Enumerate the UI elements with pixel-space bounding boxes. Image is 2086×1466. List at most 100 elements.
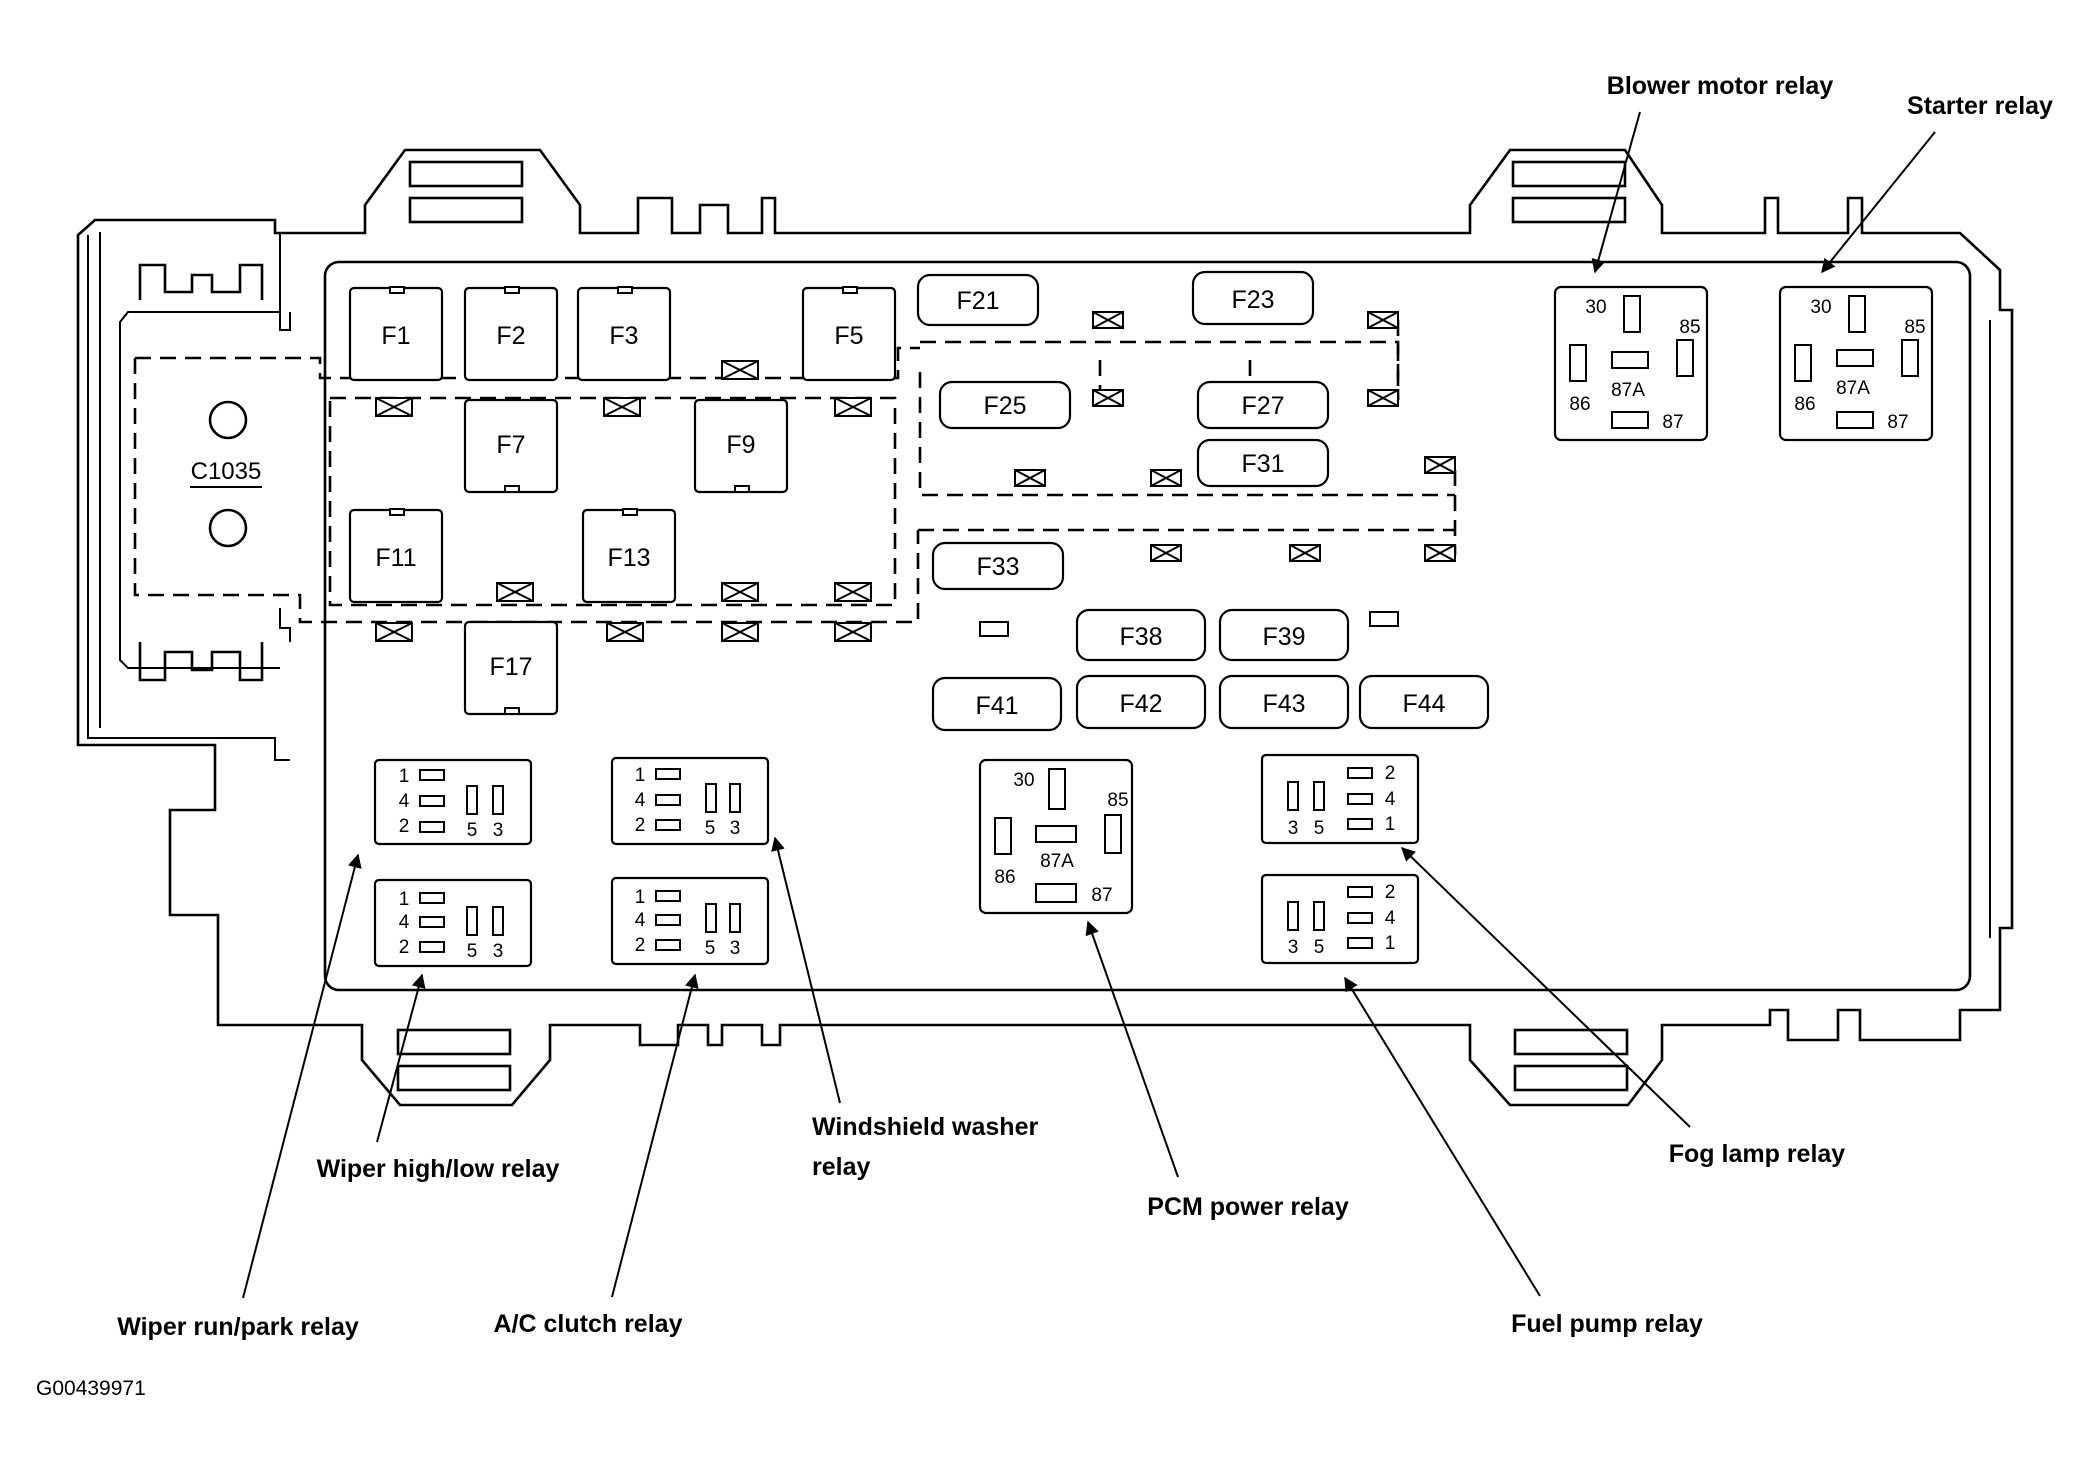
fuse-f17[interactable]: F17 [463, 620, 559, 716]
svg-text:3: 3 [730, 818, 741, 839]
svg-text:87: 87 [1091, 885, 1112, 906]
svg-text:86: 86 [1569, 394, 1590, 415]
fuse-f9[interactable]: F9 [693, 398, 789, 494]
relay-wiper-high-low[interactable]: 1 4 2 5 3 [373, 878, 533, 968]
svg-text:F23: F23 [1231, 286, 1274, 314]
fuse-f44[interactable]: F44 [1358, 674, 1490, 730]
svg-text:F41: F41 [975, 692, 1018, 720]
connector-label: C1035 [191, 458, 262, 485]
svg-text:F44: F44 [1402, 690, 1445, 718]
svg-text:4: 4 [1385, 789, 1396, 810]
svg-text:3: 3 [1288, 937, 1299, 958]
callout-pcm-power-relay: PCM power relay [1147, 1193, 1349, 1221]
fuse-f41[interactable]: F41 [931, 676, 1063, 732]
relay-fuel-pump[interactable]: 2 4 1 3 5 [1260, 873, 1420, 965]
svg-text:F5: F5 [834, 322, 863, 350]
svg-text:F43: F43 [1262, 690, 1305, 718]
fuse-f39[interactable]: F39 [1218, 608, 1350, 662]
fuse-f11[interactable]: F11 [348, 508, 444, 604]
svg-text:F3: F3 [609, 322, 638, 350]
fuse-f27[interactable]: F27 [1196, 380, 1330, 430]
fuse-f43[interactable]: F43 [1218, 674, 1350, 730]
figure-id: G00439971 [36, 1377, 146, 1400]
relay-fog-lamp[interactable]: 2 4 1 3 5 [1260, 753, 1420, 845]
svg-text:F27: F27 [1241, 392, 1284, 420]
svg-text:F31: F31 [1241, 450, 1284, 478]
svg-text:87: 87 [1662, 412, 1683, 433]
fuse-f25[interactable]: F25 [938, 380, 1072, 430]
svg-text:5: 5 [1314, 818, 1325, 839]
bus-outline [133, 320, 1457, 624]
svg-text:85: 85 [1679, 317, 1700, 338]
svg-text:1: 1 [1385, 814, 1396, 835]
svg-text:F25: F25 [983, 392, 1026, 420]
svg-text:30: 30 [1013, 770, 1034, 791]
callout-windshield-washer-relay-line2: relay [812, 1153, 870, 1181]
fuse-f13[interactable]: F13 [581, 508, 677, 604]
svg-text:2: 2 [399, 937, 410, 958]
fuse-f21[interactable]: F21 [916, 273, 1040, 327]
callout-starter-relay: Starter relay [1907, 92, 2053, 120]
terminal-markers [375, 311, 1456, 642]
svg-text:1: 1 [1385, 933, 1396, 954]
svg-text:5: 5 [705, 938, 716, 959]
svg-text:87: 87 [1887, 412, 1908, 433]
svg-text:86: 86 [994, 867, 1015, 888]
relay-ac-clutch[interactable]: 1 4 2 5 3 [610, 876, 770, 966]
relay-starter[interactable]: 30 85 86 87A 87 [1778, 285, 1934, 442]
fuse-f1[interactable]: F1 [348, 286, 444, 382]
fuse-f42[interactable]: F42 [1075, 674, 1207, 730]
fuse-f2[interactable]: F2 [463, 286, 559, 382]
callout-fog-lamp-relay: Fog lamp relay [1669, 1140, 1846, 1168]
relay-wiper-run-park[interactable]: 1 4 2 5 3 [373, 758, 533, 846]
svg-text:85: 85 [1107, 790, 1128, 811]
svg-text:30: 30 [1810, 297, 1831, 318]
relay-blower-motor[interactable]: 30 85 86 87A 87 [1553, 285, 1709, 442]
relay-pcm-power[interactable]: 30 85 86 87A 87 [978, 758, 1134, 915]
svg-text:2: 2 [399, 816, 410, 837]
svg-text:F11: F11 [375, 544, 416, 572]
svg-text:3: 3 [1288, 818, 1299, 839]
callout-wiper-run-park-relay: Wiper run/park relay [117, 1313, 359, 1341]
svg-text:5: 5 [467, 820, 478, 841]
svg-text:F38: F38 [1119, 623, 1162, 651]
svg-text:4: 4 [635, 790, 646, 811]
callout-windshield-washer-relay-line1: Windshield washer [812, 1113, 1038, 1141]
fuse-f23[interactable]: F23 [1191, 270, 1315, 326]
svg-text:86: 86 [1794, 394, 1815, 415]
svg-text:3: 3 [493, 941, 504, 962]
svg-text:5: 5 [705, 818, 716, 839]
svg-text:F21: F21 [956, 287, 999, 315]
svg-text:4: 4 [635, 910, 646, 931]
svg-text:87A: 87A [1611, 380, 1645, 401]
svg-text:4: 4 [399, 791, 410, 812]
fuse-f7[interactable]: F7 [463, 398, 559, 494]
callout-wiper-high-low-relay: Wiper high/low relay [317, 1155, 560, 1183]
svg-text:F17: F17 [489, 653, 532, 681]
fuse-f31[interactable]: F31 [1196, 438, 1330, 488]
fuse-f33[interactable]: F33 [931, 541, 1065, 591]
svg-text:F7: F7 [496, 431, 525, 459]
svg-text:85: 85 [1904, 317, 1925, 338]
terminal-block [1369, 611, 1399, 627]
fuse-f38[interactable]: F38 [1075, 608, 1207, 662]
housing-outline [76, 148, 2014, 1107]
callout-blower-motor-relay: Blower motor relay [1607, 72, 1834, 100]
relay-windshield-washer[interactable]: 1 4 2 5 3 [610, 756, 770, 846]
leader-lines [242, 111, 1936, 1299]
svg-text:F2: F2 [496, 322, 525, 350]
callout-fuel-pump-relay: Fuel pump relay [1511, 1310, 1703, 1338]
fuse-f3[interactable]: F3 [576, 286, 672, 382]
svg-text:3: 3 [493, 820, 504, 841]
svg-text:5: 5 [467, 941, 478, 962]
fuse-f5[interactable]: F5 [801, 286, 897, 382]
svg-text:F39: F39 [1262, 623, 1305, 651]
svg-text:4: 4 [1385, 908, 1396, 929]
svg-text:F42: F42 [1119, 690, 1162, 718]
svg-text:1: 1 [635, 765, 646, 786]
connector-c1035: C1035 [190, 400, 262, 548]
svg-text:5: 5 [1314, 937, 1325, 958]
svg-text:30: 30 [1585, 297, 1606, 318]
svg-text:2: 2 [1385, 763, 1396, 784]
